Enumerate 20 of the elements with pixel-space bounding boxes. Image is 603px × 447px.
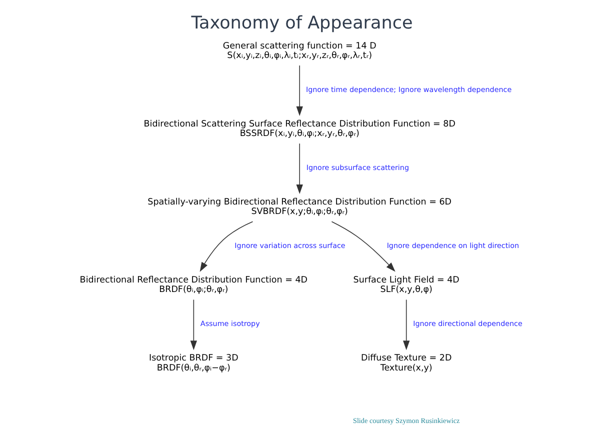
edge-label: Ignore time dependence; Ignore wavelength dependence (305, 84, 512, 94)
arrow (190, 299, 197, 350)
arrow (330, 221, 395, 272)
diagram-title: Taxonomy of Appearance (190, 13, 412, 34)
edge-label: Ignore subsurface scattering (306, 162, 409, 172)
node-text: Diffuse Texture = 2D Texture(x,y) (360, 354, 452, 374)
node-text: Surface Light Field = 4D SLF(x,y,θ,φ) (352, 276, 459, 296)
node-text: Bidirectional Scattering Surface Reflectance Distribution Function = 8D BSSRDF(xᵢ,yᵢ,θᵢ,φᵢ;xᵣ,yᵣ,θᵣ,φᵣ) (143, 120, 455, 140)
arrow (296, 65, 302, 116)
edge-label: Ignore variation across surface (234, 240, 345, 250)
arrow (402, 299, 410, 350)
arrow (296, 143, 302, 194)
node-text: Spatially-varying Bidirectional Reflectance Distribution Function = 6D SVBRDF(x,y;θᵢ,φᵢ;θᵣ,φᵣ) (147, 198, 452, 218)
edge-label: Ignore dependence on light direction (386, 240, 519, 250)
node-text: Isotropic BRDF = 3D BRDF(θᵢ,θᵣ,φᵢ−φᵣ) (148, 354, 238, 374)
edge-label: Assume isotropy (200, 319, 260, 328)
node-text: General scattering function = 14 D S(xᵢ,yᵢ,zᵢ,θᵢ,φᵢ,λᵢ,tᵢ;xᵣ,yᵣ,zᵣ,θᵣ,φᵣ,λᵣ,tᵣ) (222, 42, 376, 62)
edge-label: Ignore directional dependence (412, 319, 522, 328)
node-text: Bidirectional Reflectance Distribution Function = 4D BRDF(θᵢ,φᵢ;θᵣ,φᵣ) (79, 276, 308, 296)
arrow (199, 221, 253, 272)
